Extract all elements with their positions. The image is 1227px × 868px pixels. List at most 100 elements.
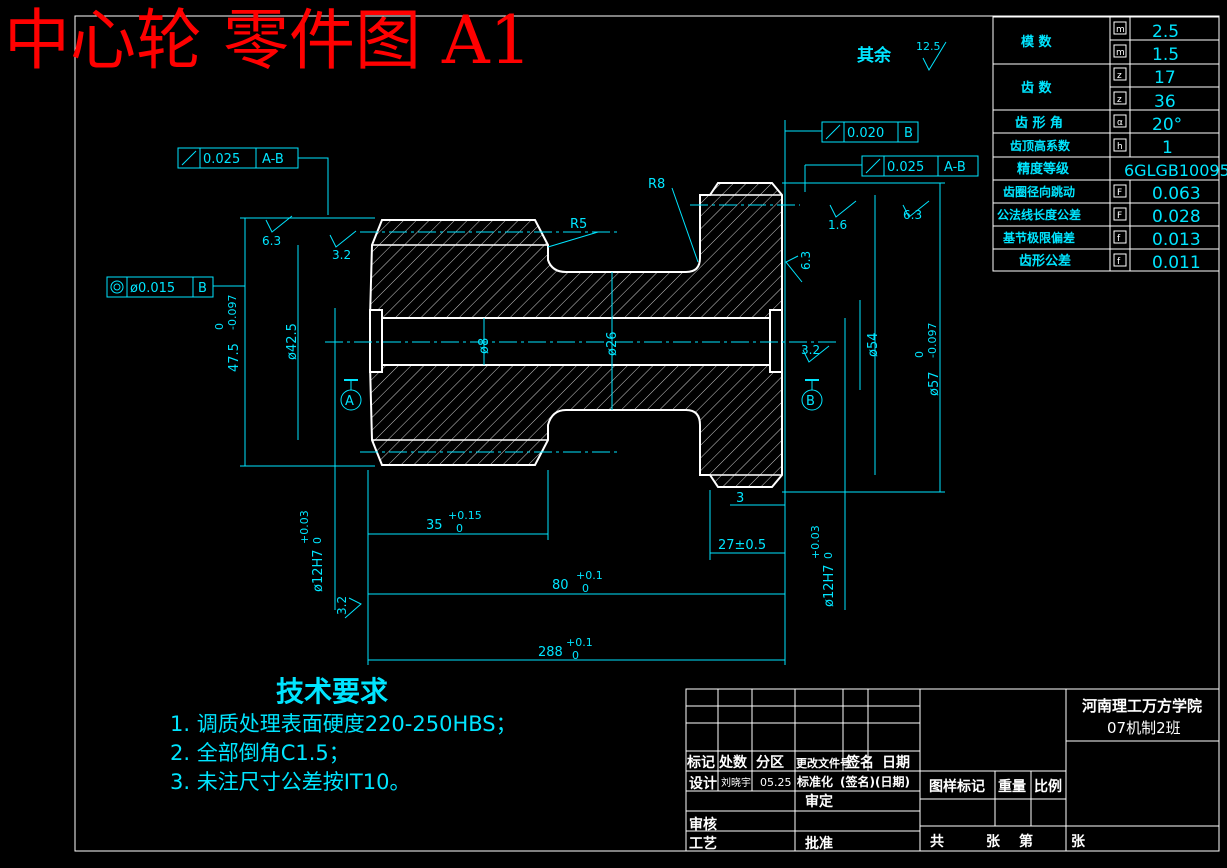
datum-b: B bbox=[806, 394, 815, 409]
param-sym-z2: z bbox=[1117, 95, 1122, 105]
tb-school: 河南理工万方学院 bbox=[1082, 697, 1202, 715]
svg-text:47.5: 47.5 bbox=[227, 343, 242, 372]
param-value-runout: 0.063 bbox=[1152, 184, 1201, 204]
datum-a-symbol: A bbox=[340, 379, 362, 411]
svg-text:ø12H7: ø12H7 bbox=[311, 549, 326, 592]
rest-roughness-label: 其余 bbox=[857, 45, 892, 66]
drawing-frame bbox=[74, 15, 1220, 852]
param-label-profile: 齿形公差 bbox=[1019, 253, 1071, 269]
tb-hdr-count: 处数 bbox=[718, 754, 748, 771]
tolerance-frame-2: 0.020 B bbox=[821, 121, 919, 143]
dim-d54: ø54 bbox=[866, 333, 881, 358]
svg-text:35: 35 bbox=[426, 518, 443, 533]
drawing-title: 中心轮 零件图 A1 bbox=[4, 2, 532, 79]
tech-req-item-2: 2. 全部倒角C1.5； bbox=[170, 741, 350, 765]
param-value-m1: 2.5 bbox=[1152, 22, 1179, 42]
tb-designer: 刘晓宇 bbox=[721, 776, 751, 789]
roughness-4: 6.3 bbox=[903, 208, 922, 222]
param-value-precision: 6GLGB10095 bbox=[1124, 161, 1227, 180]
tb-sample-mark: 图样标记 bbox=[929, 778, 985, 795]
svg-text:0: 0 bbox=[582, 582, 589, 595]
tb-hdr-docno: 更改文件号 bbox=[796, 756, 851, 770]
roughness-3: 1.6 bbox=[828, 218, 847, 232]
param-label-module: 模 数 bbox=[1021, 34, 1053, 50]
param-value-profile: 0.011 bbox=[1152, 253, 1201, 273]
tol3-datum: A-B bbox=[944, 160, 966, 175]
tb-hdr-mark: 标记 bbox=[686, 754, 715, 771]
dim-d57: ø57 0 -0.097 bbox=[913, 323, 942, 396]
svg-text:288: 288 bbox=[538, 645, 563, 660]
part-section bbox=[325, 182, 840, 488]
svg-text:+0.1: +0.1 bbox=[576, 569, 603, 582]
param-sym-fr: F bbox=[1117, 188, 1122, 198]
roughness-symbols bbox=[265, 41, 947, 619]
svg-text:+0.03: +0.03 bbox=[298, 510, 311, 544]
param-sym-ff: f bbox=[1117, 257, 1121, 267]
param-label-runout: 齿圈径向跳动 bbox=[1003, 184, 1075, 199]
param-value-z1: 17 bbox=[1154, 68, 1176, 88]
param-label-wk: 公法线长度公差 bbox=[997, 207, 1081, 222]
tolerance-frame-3: 0.025 A-B bbox=[861, 155, 979, 177]
rest-roughness-value: 12.5 bbox=[916, 40, 941, 53]
svg-text:+0.1: +0.1 bbox=[566, 636, 593, 649]
dim-d12h7-left: ø12H7 +0.03 0 bbox=[298, 510, 326, 592]
param-value-angle: 20° bbox=[1152, 115, 1182, 135]
tol2-value: 0.020 bbox=[847, 126, 884, 141]
param-label-teeth: 齿 数 bbox=[1021, 80, 1053, 96]
param-label-pitch: 基节极限偏差 bbox=[1002, 230, 1075, 245]
svg-text:0: 0 bbox=[913, 351, 926, 358]
tb-review: 审定 bbox=[805, 793, 833, 810]
param-value-wk: 0.028 bbox=[1152, 207, 1201, 227]
svg-text:0: 0 bbox=[822, 552, 835, 559]
radius-r8: R8 bbox=[648, 177, 665, 192]
tolerance-frame-4: ø0.015 B bbox=[106, 276, 214, 298]
lower-section bbox=[368, 364, 783, 488]
tol3-value: 0.025 bbox=[887, 160, 924, 175]
right-counterbore bbox=[769, 309, 783, 373]
svg-text:-0.097: -0.097 bbox=[926, 323, 939, 358]
svg-text:0: 0 bbox=[572, 649, 579, 662]
param-sym-z1: z bbox=[1117, 71, 1122, 81]
dim-len-80: 80 +0.1 0 bbox=[552, 569, 603, 595]
roughness-2: 3.2 bbox=[332, 248, 351, 262]
param-value-pitch: 0.013 bbox=[1152, 230, 1201, 250]
tol4-datum: B bbox=[198, 281, 207, 296]
upper-section bbox=[368, 182, 783, 319]
dim-len-27: 27±0.5 bbox=[718, 538, 766, 553]
param-sym-h: h bbox=[1117, 142, 1123, 152]
svg-text:ø57: ø57 bbox=[927, 372, 942, 397]
svg-text:0: 0 bbox=[311, 537, 324, 544]
left-counterbore bbox=[369, 309, 383, 373]
param-sym-fpb: f bbox=[1117, 234, 1121, 244]
svg-text:0: 0 bbox=[213, 323, 226, 330]
roughness-6: 3.2 bbox=[801, 343, 820, 357]
tb-approve: 批准 bbox=[805, 835, 833, 852]
radius-r5: R5 bbox=[570, 217, 587, 232]
roughness-1: 6.3 bbox=[262, 234, 281, 248]
tb-page: 第 bbox=[1019, 833, 1033, 850]
param-sym-m1: m bbox=[1116, 25, 1125, 35]
title-block bbox=[685, 688, 1220, 852]
tol2-datum: B bbox=[904, 126, 913, 141]
tol4-value: ø0.015 bbox=[130, 281, 175, 296]
tb-standard: 标准化 bbox=[796, 774, 833, 789]
tb-sign-date: (签名)(日期) bbox=[840, 774, 910, 789]
tb-process: 工艺 bbox=[689, 835, 717, 852]
param-label-angle: 齿 形 角 bbox=[1015, 115, 1063, 131]
param-label-addendum: 齿顶高系数 bbox=[1010, 138, 1071, 153]
param-sym-fw: F bbox=[1117, 211, 1122, 221]
tb-hdr-sign: 签名 bbox=[845, 754, 874, 771]
dim-d12h7-right: ø12H7 +0.03 0 bbox=[809, 525, 837, 607]
datum-a: A bbox=[345, 394, 354, 409]
svg-text:ø12H7: ø12H7 bbox=[822, 564, 837, 607]
tb-total: 共 bbox=[930, 833, 944, 850]
tb-hdr-date: 日期 bbox=[882, 755, 910, 771]
tech-req-item-3: 3. 未注尺寸公差按IT10。 bbox=[170, 770, 411, 794]
tb-date: 05.25 bbox=[760, 776, 792, 789]
tb-class: 07机制2班 bbox=[1107, 719, 1181, 737]
tb-check: 审核 bbox=[689, 816, 717, 833]
param-value-addendum: 1 bbox=[1162, 138, 1173, 158]
tb-sheet-end: 张 bbox=[1071, 834, 1086, 850]
dimension-lines bbox=[213, 120, 945, 665]
